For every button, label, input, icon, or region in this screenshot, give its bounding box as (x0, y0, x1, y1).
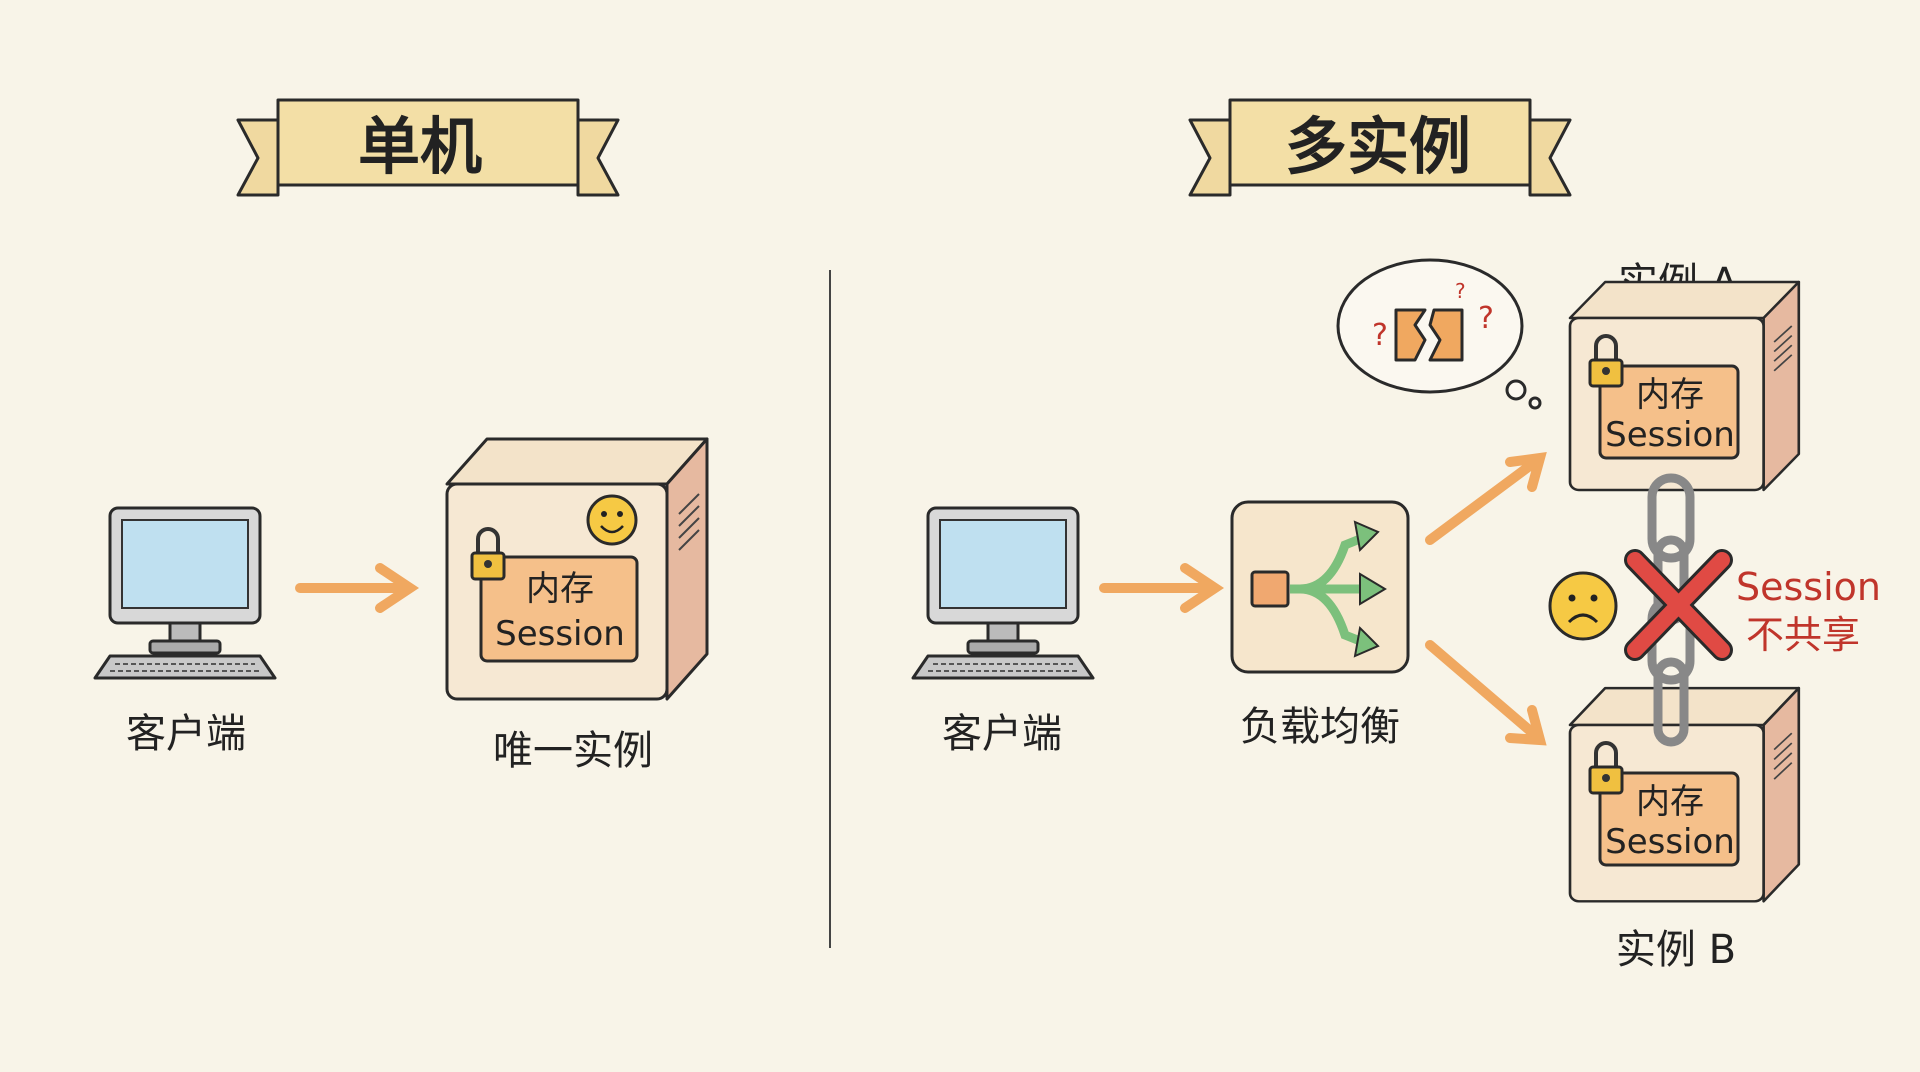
memory-session-box (1598, 771, 1740, 867)
session-label: Session (1605, 415, 1735, 455)
arrow-lb-to-b (1425, 640, 1547, 746)
session-label: Session (495, 614, 625, 654)
broken-session-icon (1394, 308, 1464, 362)
banner-multi: 多实例 (1188, 98, 1572, 197)
client-computer-left: 客户端 (93, 506, 277, 757)
red-x-icon (1624, 549, 1733, 661)
instance-b-label: 实例 B (1616, 927, 1736, 973)
client-label-left: 客户端 (126, 711, 246, 757)
memory-label: 内存 (1636, 375, 1704, 415)
smiley-icon (586, 494, 638, 546)
thought-bubble: ? ? ? (1336, 258, 1542, 410)
arrow-lb-to-a (1425, 452, 1547, 545)
warning-text-line1: Session (1736, 565, 1881, 609)
client-computer-right: 客户端 (911, 506, 1095, 757)
split-arrows-icon (1250, 520, 1387, 658)
instance-a: 实例 A 内存 Session (1568, 260, 1801, 492)
single-server: 内存 Session 唯一实例 (445, 437, 709, 774)
banner-single-title: 单机 (358, 110, 482, 183)
arrow-client-to-server (295, 563, 420, 613)
client-label-right: 客户端 (942, 711, 1062, 757)
memory-session-box (479, 555, 639, 663)
memory-label: 内存 (1636, 782, 1704, 822)
warning-text-line2: 不共享 (1746, 613, 1860, 657)
banner-multi-title: 多实例 (1285, 110, 1471, 183)
computer-icon (911, 506, 1095, 680)
memory-session-box (1598, 364, 1740, 460)
question-mark: ? (1478, 301, 1494, 336)
server-label-single: 唯一实例 (493, 728, 653, 774)
load-balancer: 负载均衡 (1230, 500, 1410, 750)
arrow-client-to-lb (1099, 563, 1225, 613)
computer-icon (93, 506, 277, 680)
memory-label: 内存 (526, 569, 594, 609)
banner-single: 单机 (236, 98, 620, 197)
question-mark: ? (1372, 318, 1388, 353)
question-mark: ? (1455, 279, 1466, 303)
session-label: Session (1605, 822, 1735, 862)
instance-b: 内存 Session 实例 B (1568, 686, 1801, 973)
sad-face-icon (1548, 571, 1618, 641)
lb-label: 负载均衡 (1240, 704, 1400, 750)
